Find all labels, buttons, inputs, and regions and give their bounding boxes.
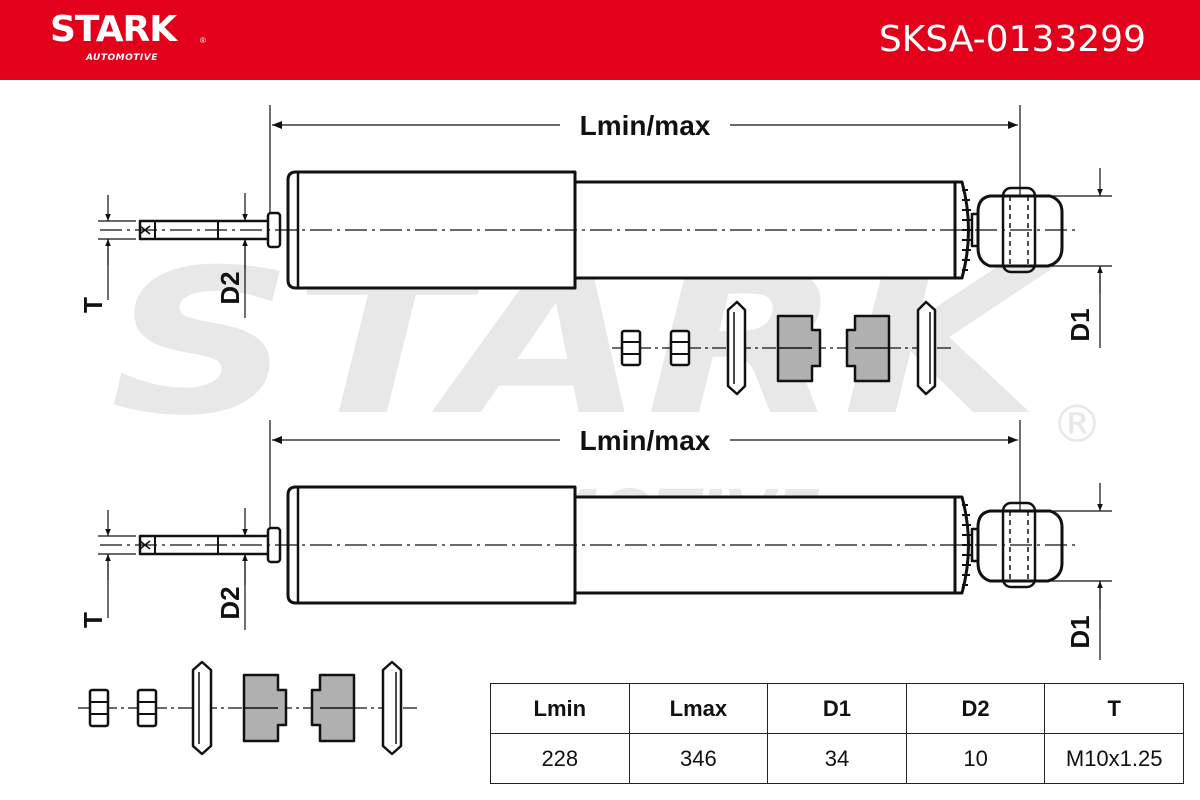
eye-mount — [976, 509, 1064, 583]
t-label: T — [78, 297, 108, 313]
washer — [726, 300, 747, 396]
spec-header-lmin: Lmin — [490, 683, 630, 734]
washer — [191, 660, 213, 756]
nut — [620, 329, 642, 367]
nut — [136, 688, 158, 728]
watermark-registered-mark: ® — [1051, 395, 1103, 455]
spec-table-header-row: Lmin Lmax D1 D2 T — [490, 683, 1184, 734]
spec-header-d1: D1 — [767, 683, 907, 734]
d2-label: D2 — [215, 586, 245, 619]
mounting-kit-bottom — [78, 660, 420, 756]
nut — [669, 329, 691, 367]
spec-value-d2: 10 — [905, 733, 1046, 784]
spec-header-d2: D2 — [905, 683, 1046, 734]
d1-label: D1 — [1065, 615, 1095, 648]
rubber-bushing — [242, 673, 288, 743]
spec-header-lmax: Lmax — [628, 683, 769, 734]
length-label: Lmin/max — [580, 110, 711, 141]
shock-absorber-bottom: Lmin/max T D2 — [78, 420, 1112, 660]
logo-main-text: STARK — [50, 9, 177, 50]
d1-label: D1 — [1065, 308, 1095, 341]
washer — [381, 660, 403, 756]
rubber-bushing — [845, 314, 891, 383]
t-label: T — [78, 612, 108, 628]
spec-table-value-row: 228 346 34 10 M10x1.25 — [490, 733, 1184, 784]
d2-label: D2 — [215, 271, 245, 304]
spec-value-lmin: 228 — [490, 733, 630, 784]
rubber-bushing — [310, 673, 356, 743]
shock-absorber-top: Lmin/max T — [78, 105, 1112, 348]
eye-mount — [976, 194, 1064, 268]
washer — [916, 300, 937, 396]
spec-value-lmax: 346 — [628, 733, 769, 784]
header-bar: STARK ® AUTOMOTIVE SKSA-0133299 — [0, 0, 1200, 80]
nut — [88, 688, 110, 728]
length-label: Lmin/max — [580, 425, 711, 456]
stark-logo: STARK ® AUTOMOTIVE — [50, 9, 206, 64]
spec-header-t: T — [1044, 683, 1184, 734]
logo-registered-mark: ® — [200, 36, 206, 45]
spec-value-d1: 34 — [767, 733, 907, 784]
logo-sub-text: AUTOMOTIVE — [86, 53, 158, 63]
spec-table: Lmin Lmax D1 D2 T 228 346 34 10 M10x1.25 — [490, 683, 1184, 784]
spec-value-t: M10x1.25 — [1044, 733, 1184, 784]
mounting-kit-top — [612, 300, 955, 396]
rubber-bushing — [776, 314, 822, 383]
part-number: SKSA-0133299 — [878, 19, 1146, 60]
